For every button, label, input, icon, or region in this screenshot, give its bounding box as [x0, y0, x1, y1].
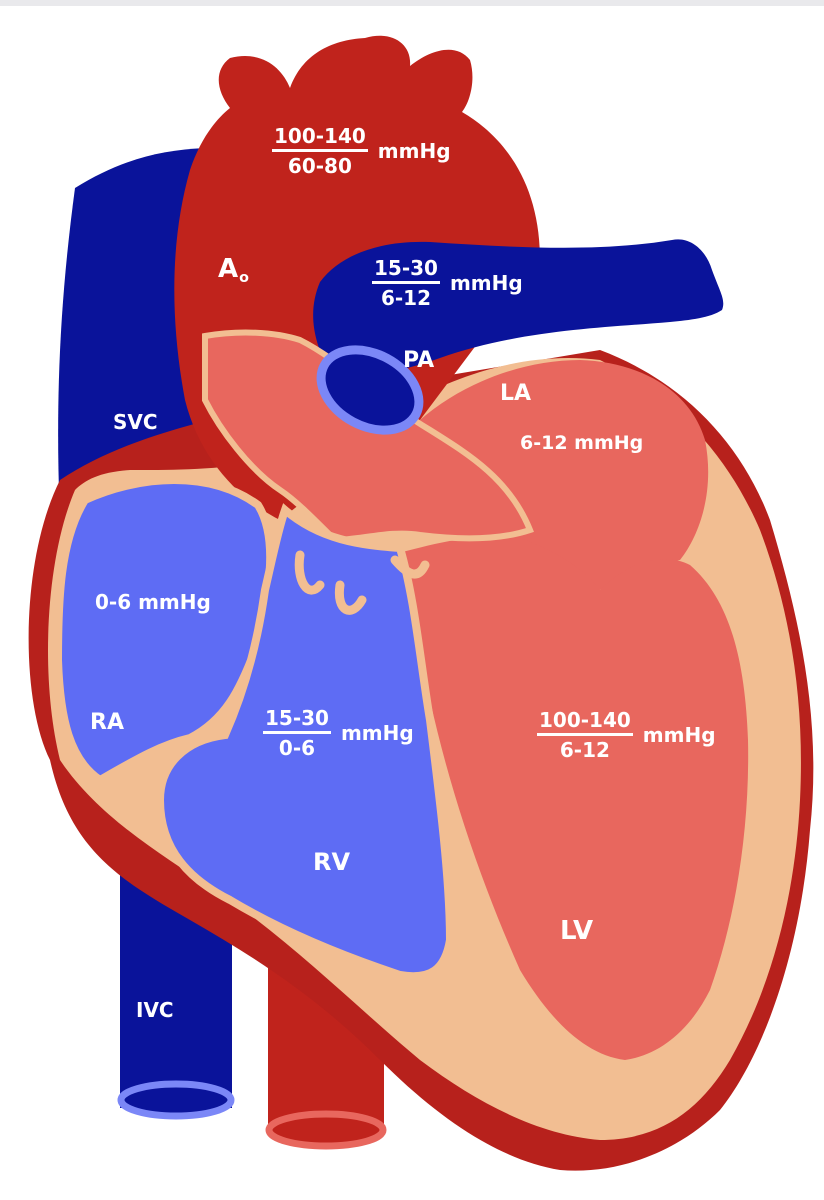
lv-label: LV [560, 916, 594, 946]
rv-pressure: 15-30 0-6 mmHg [263, 708, 414, 758]
aorta-diastolic: 60-80 [287, 154, 352, 178]
aorta-unit: mmHg [377, 139, 451, 163]
left-ventricle [390, 535, 749, 1060]
pa-label: PA [403, 348, 435, 373]
pulmonary-trunk [202, 329, 534, 544]
right-ventricle [155, 503, 455, 981]
pa-systolic: 15-30 [372, 258, 440, 284]
la-pressure: 6-12 mmHg [520, 432, 644, 454]
aorta-label: Ao [218, 254, 249, 286]
pa-unit: mmHg [449, 271, 523, 295]
ivc-label: IVC [136, 998, 174, 1022]
rv-diastolic: 0-6 [278, 736, 316, 760]
lv-unit: mmHg [642, 723, 716, 747]
rv-label: RV [313, 848, 351, 876]
pulmonary-valve-opening [316, 345, 424, 435]
aorta-pressure: 100-140 60-80 mmHg [272, 126, 451, 176]
la-label: LA [500, 381, 532, 406]
pulmonary-artery [313, 239, 724, 376]
rv-systolic: 15-30 [263, 708, 331, 734]
top-border-line [0, 0, 824, 6]
descending-aorta-opening [265, 1110, 387, 1150]
ra-pressure: 0-6 mmHg [95, 590, 211, 614]
aorta-systolic: 100-140 [272, 126, 368, 152]
pa-diastolic: 6-12 [380, 286, 432, 310]
ivc-vessel [120, 870, 232, 1108]
ivc-opening [117, 1080, 235, 1120]
right-atrium [53, 476, 275, 785]
ra-label: RA [90, 710, 124, 735]
lv-pressure: 100-140 6-12 mmHg [537, 710, 716, 760]
tricuspid-valve-leaflets [294, 550, 430, 615]
svc-label: SVC [113, 410, 158, 434]
lv-diastolic: 6-12 [559, 738, 610, 762]
lv-systolic: 100-140 [537, 710, 633, 736]
pa-pressure: 15-30 6-12 mmHg [372, 258, 523, 308]
rv-unit: mmHg [340, 721, 414, 745]
